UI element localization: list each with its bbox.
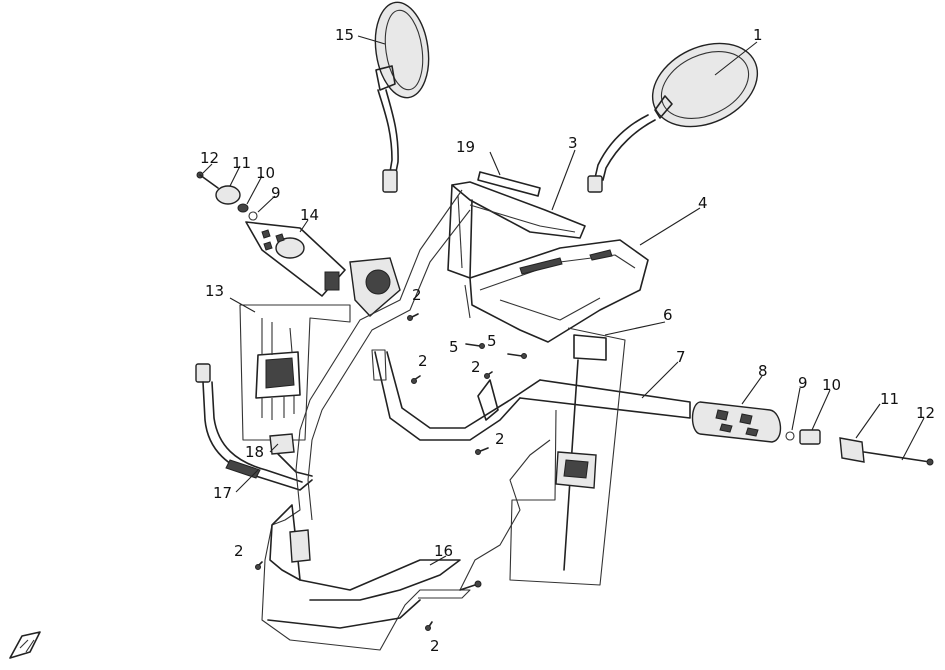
left-clamp xyxy=(349,257,401,317)
right-switch-assembly xyxy=(509,327,626,586)
callout-17: 17 xyxy=(213,484,232,502)
left-grip-parts xyxy=(196,171,346,297)
callout-15: 15 xyxy=(335,26,354,44)
brake-hose xyxy=(195,363,313,491)
callout-12-left: 12 xyxy=(200,149,219,167)
callout-16: 16 xyxy=(434,542,453,560)
callout-14: 14 xyxy=(300,206,319,224)
callout-9-right: 9 xyxy=(798,374,808,392)
callout-2-bottom: 2 xyxy=(430,637,440,655)
callout-10-left: 10 xyxy=(256,164,275,182)
right-bar-end-parts xyxy=(785,429,934,466)
leader-lines xyxy=(202,35,925,566)
callout-2-mid: 2 xyxy=(418,352,428,370)
callout-2-center: 2 xyxy=(471,358,481,376)
callout-7: 7 xyxy=(676,348,686,366)
upper-handlebar-cover xyxy=(447,171,586,279)
handlebar xyxy=(371,349,691,441)
right-grip xyxy=(691,401,782,443)
callout-9-left: 9 xyxy=(271,184,281,202)
callout-18: 18 xyxy=(245,443,264,461)
callout-19: 19 xyxy=(456,138,475,156)
lower-handlebar-cover xyxy=(464,239,649,343)
callout-2-left: 2 xyxy=(234,542,244,560)
callout-labels: 1 2 2 2 2 2 2 3 4 5 5 6 7 8 9 9 10 10 11… xyxy=(200,26,935,655)
callout-6: 6 xyxy=(663,306,673,324)
callout-11-left: 11 xyxy=(232,154,251,172)
left-mirror xyxy=(374,1,430,193)
callout-2-top: 2 xyxy=(412,286,422,304)
callout-11-right: 11 xyxy=(880,390,899,408)
callout-4: 4 xyxy=(698,194,708,212)
callout-1: 1 xyxy=(753,26,763,44)
callout-5-left: 5 xyxy=(449,338,459,356)
callout-10-right: 10 xyxy=(822,376,841,394)
callout-13: 13 xyxy=(205,282,224,300)
screws xyxy=(255,313,527,631)
front-direction-icon xyxy=(9,631,41,659)
callout-8: 8 xyxy=(758,362,768,380)
callout-12-right: 12 xyxy=(916,404,935,422)
callout-5-right: 5 xyxy=(487,332,497,350)
callout-2-right: 2 xyxy=(495,430,505,448)
front-panel-outline xyxy=(261,189,551,651)
left-switch-assembly xyxy=(239,304,351,441)
right-mirror xyxy=(587,42,759,193)
callout-3: 3 xyxy=(568,134,578,152)
